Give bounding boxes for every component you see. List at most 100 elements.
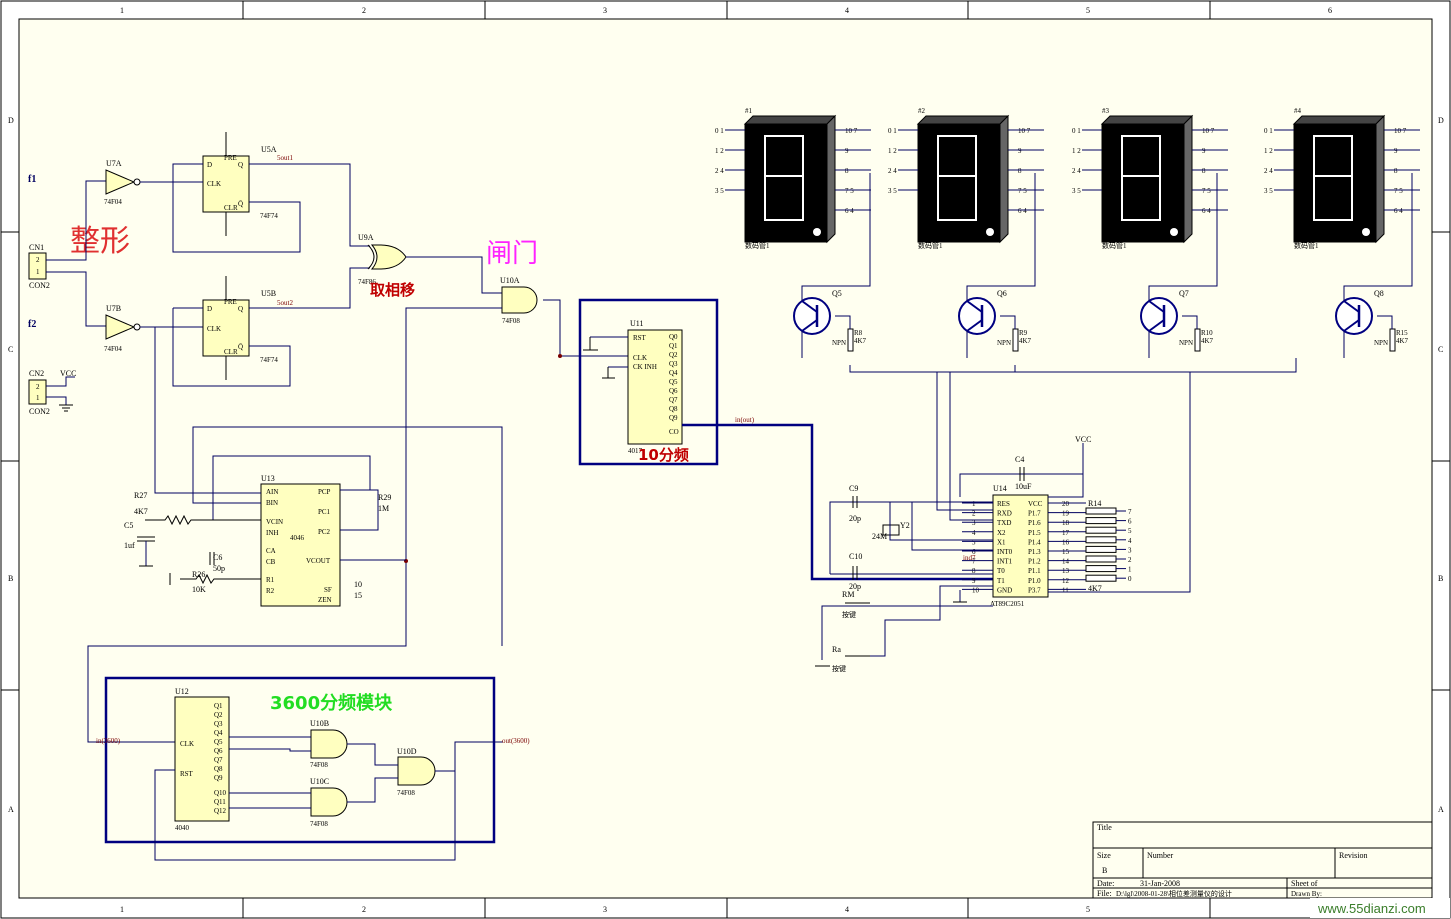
svg-text:3 5: 3 5 — [715, 187, 724, 195]
svg-text:U10C: U10C — [310, 777, 329, 786]
f1-label: f1 — [28, 174, 36, 185]
svg-text:按键: 按键 — [842, 610, 856, 619]
u7b-ref: U7B — [106, 304, 121, 313]
row-label: B — [1438, 574, 1443, 583]
row-label: C — [8, 345, 13, 354]
svg-text:T0: T0 — [997, 567, 1005, 575]
svg-text:1 2: 1 2 — [1072, 147, 1081, 155]
transistor-type: NPN — [1179, 339, 1193, 347]
date-value: 31-Jan-2008 — [1140, 879, 1180, 888]
svg-text:74F08: 74F08 — [310, 820, 328, 828]
svg-text:0: 0 — [1128, 575, 1132, 583]
display-ref: #3 — [1102, 107, 1110, 115]
svg-text:D: D — [207, 161, 212, 169]
svg-text:Q1: Q1 — [214, 702, 223, 710]
shaping-label: 整形 — [70, 224, 130, 259]
u9a-ref: U9A — [358, 233, 374, 242]
svg-text:16: 16 — [1062, 538, 1070, 546]
col-label: 1 — [120, 905, 124, 914]
svg-text:ZEN: ZEN — [318, 596, 332, 604]
display-ref: #4 — [1294, 107, 1302, 115]
svg-text:CB: CB — [266, 558, 276, 566]
u10a-ref: U10A — [500, 276, 520, 285]
resistor-ref: R9 — [1019, 329, 1028, 337]
svg-text:1: 1 — [1128, 566, 1132, 574]
svg-text:8: 8 — [845, 167, 849, 175]
svg-text:R27: R27 — [134, 491, 147, 500]
size-label: Size — [1097, 851, 1111, 860]
svg-text:7: 7 — [1128, 508, 1132, 516]
svg-text:74F08: 74F08 — [310, 761, 328, 769]
u13-type: 4046 — [290, 534, 305, 542]
svg-text:0 1: 0 1 — [715, 127, 724, 135]
col-label: 6 — [1328, 6, 1332, 15]
svg-text:Q4: Q4 — [669, 369, 678, 377]
u12-type: 4040 — [175, 824, 190, 832]
svg-text:10uF: 10uF — [1015, 482, 1032, 491]
svg-text:R2: R2 — [266, 587, 275, 595]
svg-text:Q7: Q7 — [669, 396, 678, 404]
svg-text:按键: 按键 — [832, 664, 846, 673]
svg-text:Q5: Q5 — [669, 378, 678, 386]
svg-text:PCP: PCP — [318, 488, 331, 496]
svg-text:19: 19 — [1062, 510, 1070, 518]
svg-text:Q2: Q2 — [214, 711, 223, 719]
transistor-ref: Q8 — [1374, 289, 1384, 298]
svg-text:GND: GND — [997, 586, 1012, 594]
svg-text:10 7: 10 7 — [1394, 127, 1407, 135]
u5a-ref: U5A — [261, 145, 277, 154]
svg-text:CK INH: CK INH — [633, 363, 657, 371]
svg-text:VCOUT: VCOUT — [306, 557, 331, 565]
svg-text:6: 6 — [1128, 518, 1132, 526]
svg-text:Q̄: Q̄ — [238, 343, 243, 351]
svg-text:X2: X2 — [997, 529, 1006, 537]
svg-text:C9: C9 — [849, 484, 858, 493]
svg-text:2: 2 — [972, 510, 976, 518]
svg-text:1M: 1M — [378, 504, 389, 513]
svg-text:3: 3 — [972, 519, 976, 527]
svg-text:VCC: VCC — [1075, 435, 1091, 444]
file-value: D:\lgl\2008-01-28\相位差测量仪的设计 — [1116, 889, 1232, 898]
svg-text:5out1: 5out1 — [277, 154, 293, 162]
svg-text:9: 9 — [1394, 147, 1398, 155]
svg-text:PC2: PC2 — [318, 528, 331, 536]
svg-text:2: 2 — [36, 256, 40, 264]
svg-text:10 7: 10 7 — [845, 127, 858, 135]
transistor-type: NPN — [997, 339, 1011, 347]
resistor-value: 4K7 — [1019, 337, 1032, 345]
svg-text:CO: CO — [669, 428, 679, 436]
svg-text:7 5: 7 5 — [1394, 187, 1403, 195]
mcu-u14: U14 AT89C2051 RES1RXD2TXD3X24X15INT06INT… — [815, 435, 1091, 673]
row-label: D — [1438, 116, 1444, 125]
row-label: A — [8, 805, 14, 814]
svg-text:0 1: 0 1 — [888, 127, 897, 135]
title-label: Title — [1097, 823, 1112, 832]
number-label: Number — [1147, 851, 1174, 860]
svg-text:7 5: 7 5 — [845, 187, 854, 195]
svg-text:INH: INH — [266, 529, 278, 537]
u5b-type: 74F74 — [260, 356, 278, 364]
transistor-group: Q5NPNR84K7Q6NPNR94K7Q7NPNR104K7Q8NPNR154… — [793, 173, 1413, 358]
svg-text:1: 1 — [972, 500, 976, 508]
svg-text:Q0: Q0 — [669, 333, 678, 341]
svg-text:10 7: 10 7 — [1018, 127, 1031, 135]
svg-text:2 4: 2 4 — [888, 167, 897, 175]
f2-label: f2 — [28, 319, 36, 330]
u14-type: AT89C2051 — [990, 600, 1025, 608]
svg-text:9: 9 — [972, 577, 976, 585]
svg-text:Q: Q — [238, 305, 243, 313]
svg-text:CLK: CLK — [207, 325, 221, 333]
svg-text:CLR: CLR — [224, 348, 238, 356]
svg-text:P1.7: P1.7 — [1028, 510, 1041, 518]
svg-text:Q2: Q2 — [669, 351, 678, 359]
svg-text:P1.6: P1.6 — [1028, 519, 1041, 527]
date-label: Date: — [1097, 879, 1114, 888]
svg-text:3: 3 — [1128, 546, 1132, 554]
svg-text:6: 6 — [972, 548, 976, 556]
svg-text:7: 7 — [972, 558, 976, 566]
u14-ref: U14 — [993, 484, 1007, 493]
resistor-ref: R8 — [854, 329, 863, 337]
